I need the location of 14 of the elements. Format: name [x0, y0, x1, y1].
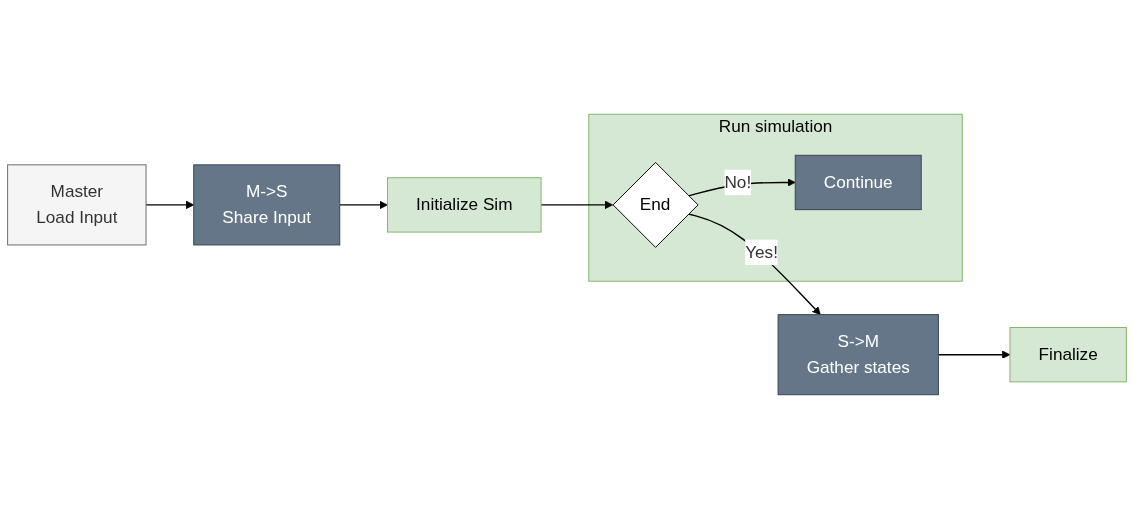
node-box: S->M Gather states	[777, 314, 939, 396]
node-box: M->S Share Input	[193, 164, 341, 246]
arrow	[937, 350, 1011, 359]
edge-label: Yes!	[745, 242, 778, 262]
node-box: Master Load Input	[7, 164, 147, 246]
node-box: Finalize	[1009, 327, 1127, 383]
arrow	[339, 200, 388, 210]
arrow	[687, 213, 821, 315]
arrow	[145, 200, 195, 210]
edge-label: No!	[724, 172, 752, 192]
node-box: Initialize Sim	[387, 177, 542, 233]
node-box: Continue	[794, 154, 922, 211]
arrow	[540, 200, 613, 210]
node-diamond: End	[612, 161, 699, 248]
